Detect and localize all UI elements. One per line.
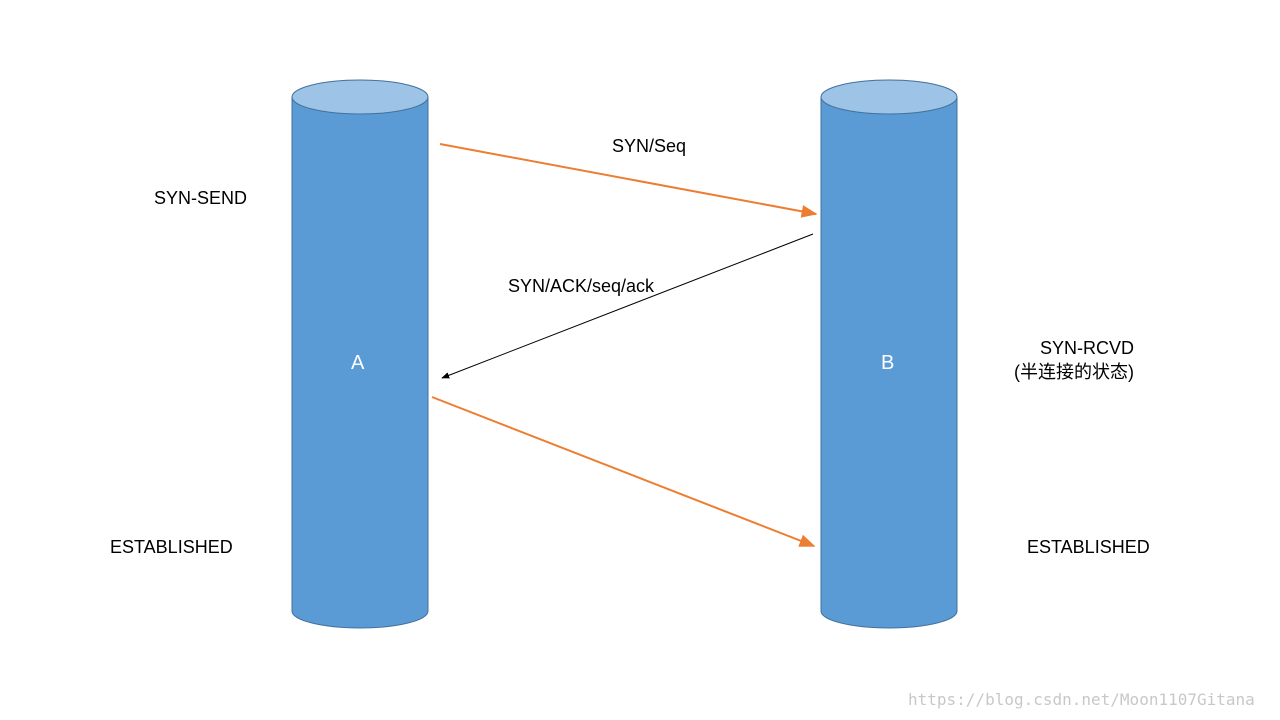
syn-ack-arrow <box>441 233 814 379</box>
watermark-text: https://blog.csdn.net/Moon1107Gitana <box>908 690 1255 709</box>
cylinder-a <box>291 79 429 629</box>
cylinder-a-top <box>291 79 429 115</box>
syn-arrow <box>439 143 818 218</box>
syn-ack-label: SYN/ACK/seq/ack <box>508 276 655 296</box>
ack-arrow <box>431 396 816 547</box>
state-a-established: ESTABLISHED <box>110 537 233 557</box>
state-b-established: ESTABLISHED <box>1027 537 1150 557</box>
state-b-syn-rcvd-note: (半连接的状态) <box>1014 362 1134 382</box>
cylinder-b-top <box>820 79 958 115</box>
cylinder-b <box>820 79 958 629</box>
node-b-label: B <box>881 352 895 374</box>
state-a-syn-send: SYN-SEND <box>154 188 248 208</box>
state-b-syn-rcvd: SYN-RCVD <box>1040 338 1135 358</box>
node-a-label: A <box>351 352 365 374</box>
syn-label: SYN/Seq <box>612 136 687 156</box>
cylinder-b-body <box>820 96 958 629</box>
cylinder-a-body <box>291 96 429 629</box>
